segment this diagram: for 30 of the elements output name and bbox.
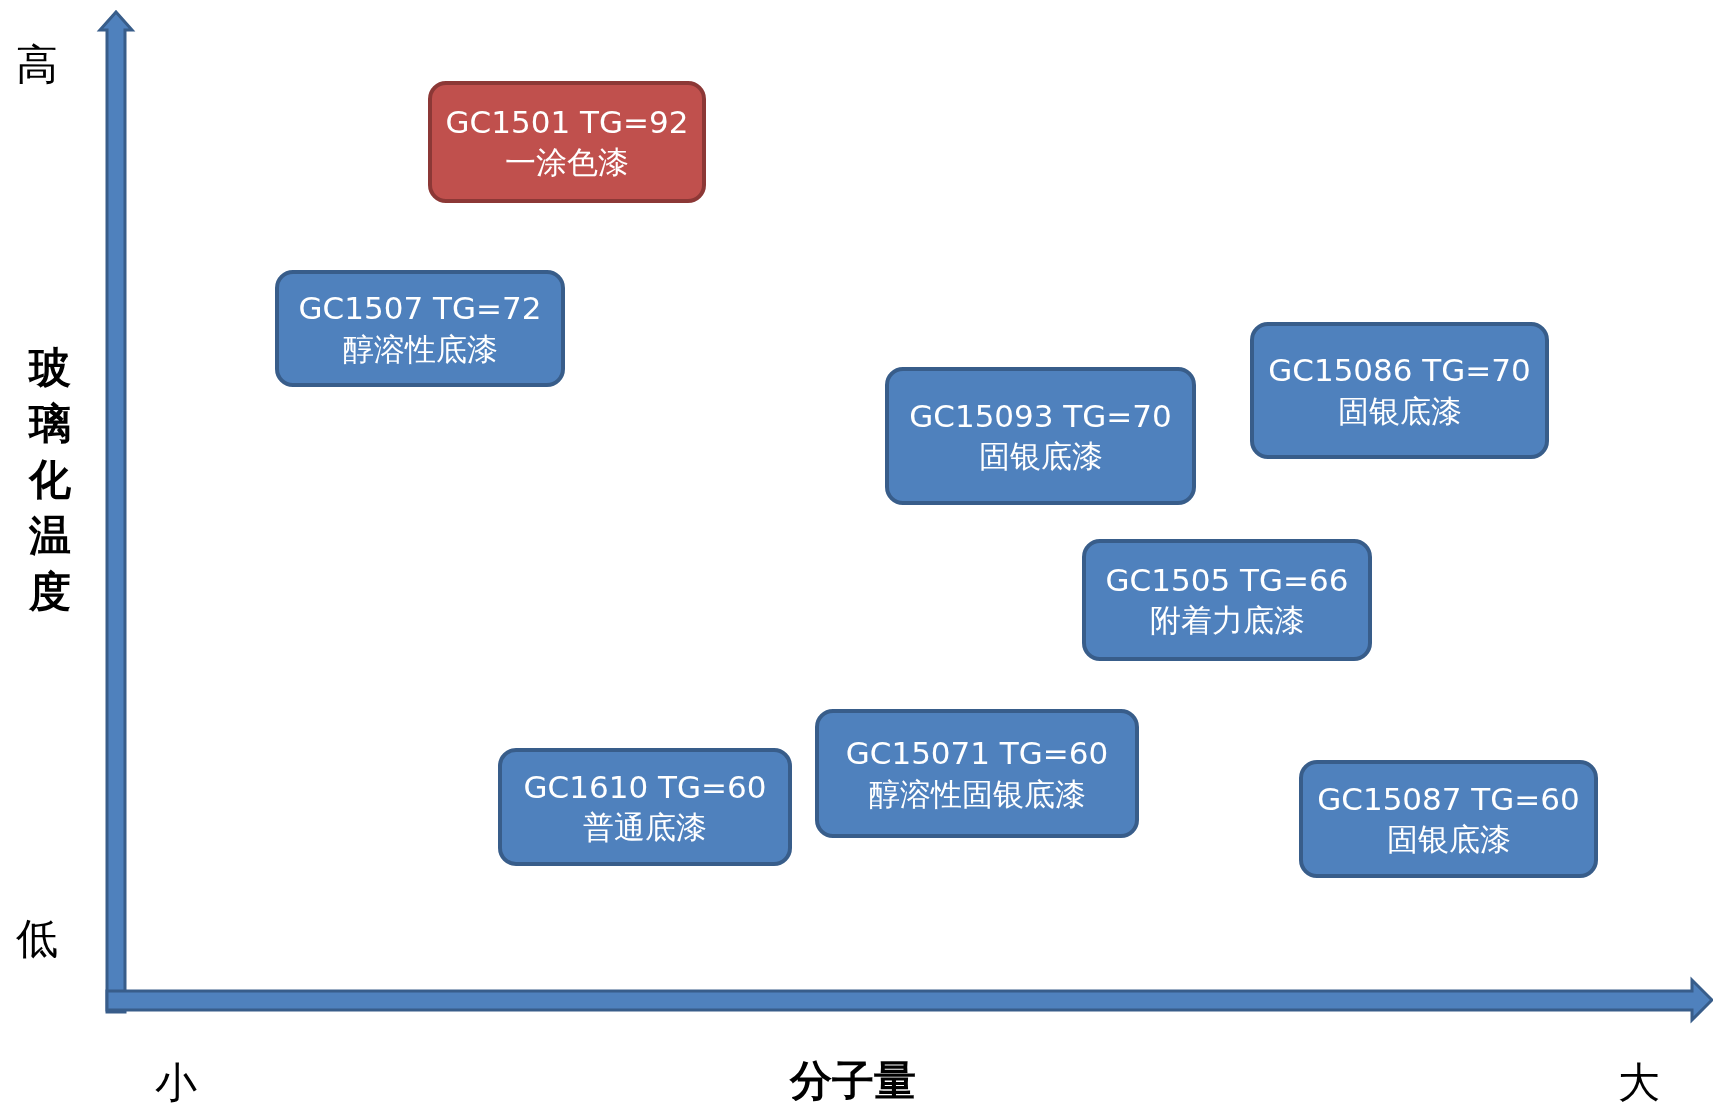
axis-end-label: 高 [16, 44, 58, 86]
axis-end-label: 大 [1618, 1062, 1660, 1104]
product-type: 普通底漆 [583, 808, 707, 847]
label-box [815, 709, 1139, 838]
product-type: 固银底漆 [1386, 820, 1511, 859]
product-code: GC1505 TG=66 [1105, 560, 1349, 600]
label-box [1082, 539, 1372, 661]
product-code: GC1610 TG=60 [523, 767, 767, 807]
label-box [498, 748, 792, 866]
product-code: GC15071 TG=60 [845, 734, 1109, 774]
label-box [428, 81, 706, 203]
product-code: GC1507 TG=72 [298, 289, 542, 329]
label-box [1299, 760, 1598, 878]
axis-title: 分子量 [790, 1060, 916, 1102]
axis-end-label: 低 [16, 918, 58, 960]
product-type: 附着力底漆 [1149, 601, 1305, 640]
label-box [885, 367, 1196, 505]
product-code: GC15087 TG=60 [1317, 779, 1580, 819]
product-code: GC15093 TG=70 [909, 396, 1172, 436]
product-code: GC15086 TG=70 [1268, 351, 1531, 391]
axis-title: 玻璃化温度 [27, 342, 72, 618]
product-type: 醇溶性底漆 [342, 329, 498, 369]
product-code: GC1501 TG=92 [445, 102, 689, 142]
label-box [1250, 322, 1549, 459]
product-type: 固银底漆 [1337, 391, 1462, 431]
axis-end-label: 小 [155, 1062, 197, 1104]
label-box [275, 270, 565, 387]
product-type: 醇溶性固银底漆 [868, 774, 1086, 814]
product-type: 一涂色漆 [505, 143, 629, 182]
product-type: 固银底漆 [978, 437, 1103, 476]
